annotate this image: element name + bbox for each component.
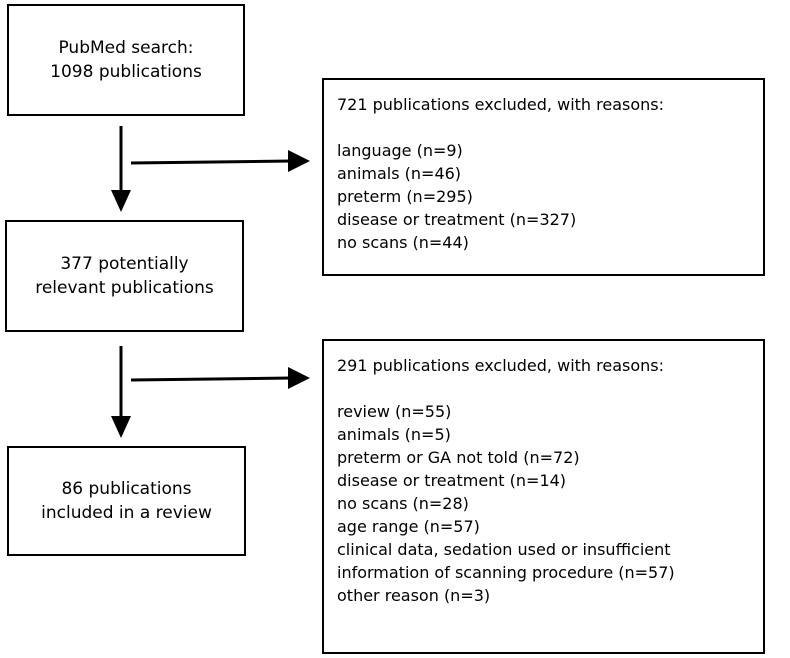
exclusion-first-reason: preterm (n=295) <box>337 187 473 206</box>
included-box-line-1: 86 publications <box>61 479 192 499</box>
search-box-line-2: 1098 publications <box>50 62 202 82</box>
exclusion-box-second: 291 publications excluded, with reasons:… <box>322 339 765 654</box>
exclusion-second-reason: other reason (n=3) <box>337 586 491 605</box>
search-box: PubMed search: 1098 publications <box>7 4 245 116</box>
arrow-right-2 <box>130 367 310 389</box>
exclusion-second-reason: no scans (n=28) <box>337 494 469 513</box>
search-box-line-1: PubMed search: <box>58 38 194 58</box>
exclusion-second-header: 291 publications excluded, with reasons: <box>337 356 664 375</box>
relevant-box-line-2: relevant publications <box>35 278 214 298</box>
exclusion-first-reason: animals (n=46) <box>337 164 462 183</box>
relevant-box-line-1: 377 potentially <box>60 254 189 274</box>
exclusion-first-reason: disease or treatment (n=327) <box>337 210 577 229</box>
exclusion-second-reason: disease or treatment (n=14) <box>337 471 567 490</box>
exclusion-second-reason: review (n=55) <box>337 402 452 421</box>
arrow-right-1 <box>130 150 310 172</box>
exclusion-first-reason: language (n=9) <box>337 141 463 160</box>
relevant-box: 377 potentially relevant publications <box>5 220 244 332</box>
exclusion-first-header: 721 publications excluded, with reasons: <box>337 95 664 114</box>
exclusion-second-reason: clinical data, sedation used or insuffic… <box>337 540 671 559</box>
arrow-down-2 <box>111 346 131 438</box>
included-box-line-2: included in a review <box>41 503 212 523</box>
exclusion-second-reason: preterm or GA not told (n=72) <box>337 448 580 467</box>
arrow-down-1 <box>111 126 131 212</box>
included-box: 86 publications included in a review <box>7 446 246 556</box>
exclusion-second-reason: information of scanning procedure (n=57) <box>337 563 675 582</box>
exclusion-box-first: 721 publications excluded, with reasons:… <box>322 78 765 276</box>
exclusion-first-reason: no scans (n=44) <box>337 233 469 252</box>
exclusion-second-reason: age range (n=57) <box>337 517 480 536</box>
exclusion-second-reason: animals (n=5) <box>337 425 451 444</box>
